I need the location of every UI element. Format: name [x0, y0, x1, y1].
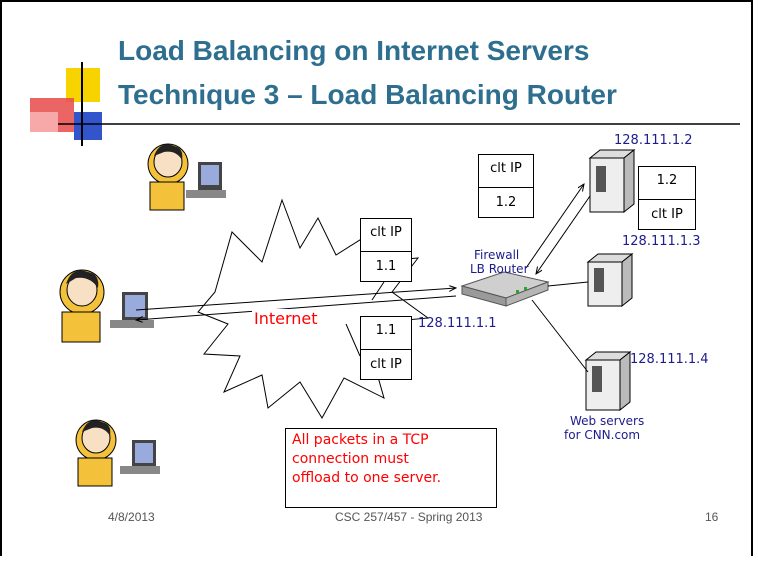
client-person-icon-top — [147, 143, 226, 211]
packet-src-field: 1.2 — [656, 173, 678, 188]
arrow-router-to-client — [136, 295, 457, 320]
server-icon-3 — [584, 350, 632, 412]
packet-divider — [361, 349, 411, 350]
slide-title-line-1: Load Balancing on Internet Servers — [118, 35, 590, 66]
note-line: connection must — [292, 451, 409, 467]
decor-pink-square — [30, 112, 58, 132]
client-person-icon-middle — [59, 269, 154, 343]
server-3-ip-label: 128.111.1.4 — [630, 352, 709, 367]
packet-src-field: 1.1 — [375, 323, 397, 338]
server-1-ip-label: 128.111.1.2 — [614, 133, 693, 148]
internet-label: Internet — [252, 309, 320, 328]
packet-router-to-server: clt IP 1.2 — [478, 154, 534, 218]
pointer-outbound-packet — [345, 323, 361, 357]
footer-page-number: 16 — [705, 510, 719, 524]
packet-dst-field: 1.1 — [375, 259, 397, 274]
link-router-server2 — [547, 281, 589, 287]
packet-src-field: clt IP — [490, 161, 522, 176]
footer-date: 4/8/2013 — [108, 510, 155, 524]
packet-dst-field: clt IP — [370, 357, 402, 372]
servers-caption-line-1: Web servers — [570, 414, 645, 428]
packet-inbound-client: clt IP 1.1 — [360, 218, 412, 282]
packet-divider — [639, 199, 695, 200]
link-router-server3 — [531, 299, 589, 373]
note-line: All packets in a TCP — [292, 432, 429, 448]
router-label-firewall: Firewall — [474, 248, 520, 262]
arrow-server1-to-router — [536, 195, 591, 274]
slide-title-line-2: Technique 3 – Load Balancing Router — [118, 79, 617, 110]
servers-caption-line-2: for CNN.com — [564, 428, 641, 442]
server-2-ip-label: 128.111.1.3 — [622, 234, 701, 249]
packet-src-field: clt IP — [370, 225, 402, 240]
packet-divider — [479, 187, 533, 188]
tcp-note-box: All packets in a TCP connection must off… — [285, 428, 497, 508]
footer-course: CSC 257/457 - Spring 2013 — [335, 510, 483, 524]
server-icon-2 — [586, 252, 634, 308]
arrow-router-to-server1 — [525, 184, 584, 269]
decor-blue-square — [74, 112, 102, 140]
pointer-inbound-packet — [371, 281, 385, 301]
arrow-client-to-router — [135, 288, 456, 311]
packet-outbound-client: 1.1 clt IP — [360, 316, 412, 380]
packet-dst-field: clt IP — [651, 207, 683, 222]
packet-server-to-router: 1.2 clt IP — [638, 166, 696, 230]
server-icon-1 — [588, 148, 636, 214]
lb-router-icon — [460, 271, 550, 307]
router-label-lb: LB Router — [470, 262, 529, 276]
note-line: offload to one server. — [292, 470, 442, 486]
packet-dst-field: 1.2 — [495, 195, 517, 210]
client-person-icon-bottom — [75, 419, 160, 487]
packet-divider — [361, 251, 411, 252]
router-ip-label: 128.111.1.1 — [418, 316, 497, 331]
